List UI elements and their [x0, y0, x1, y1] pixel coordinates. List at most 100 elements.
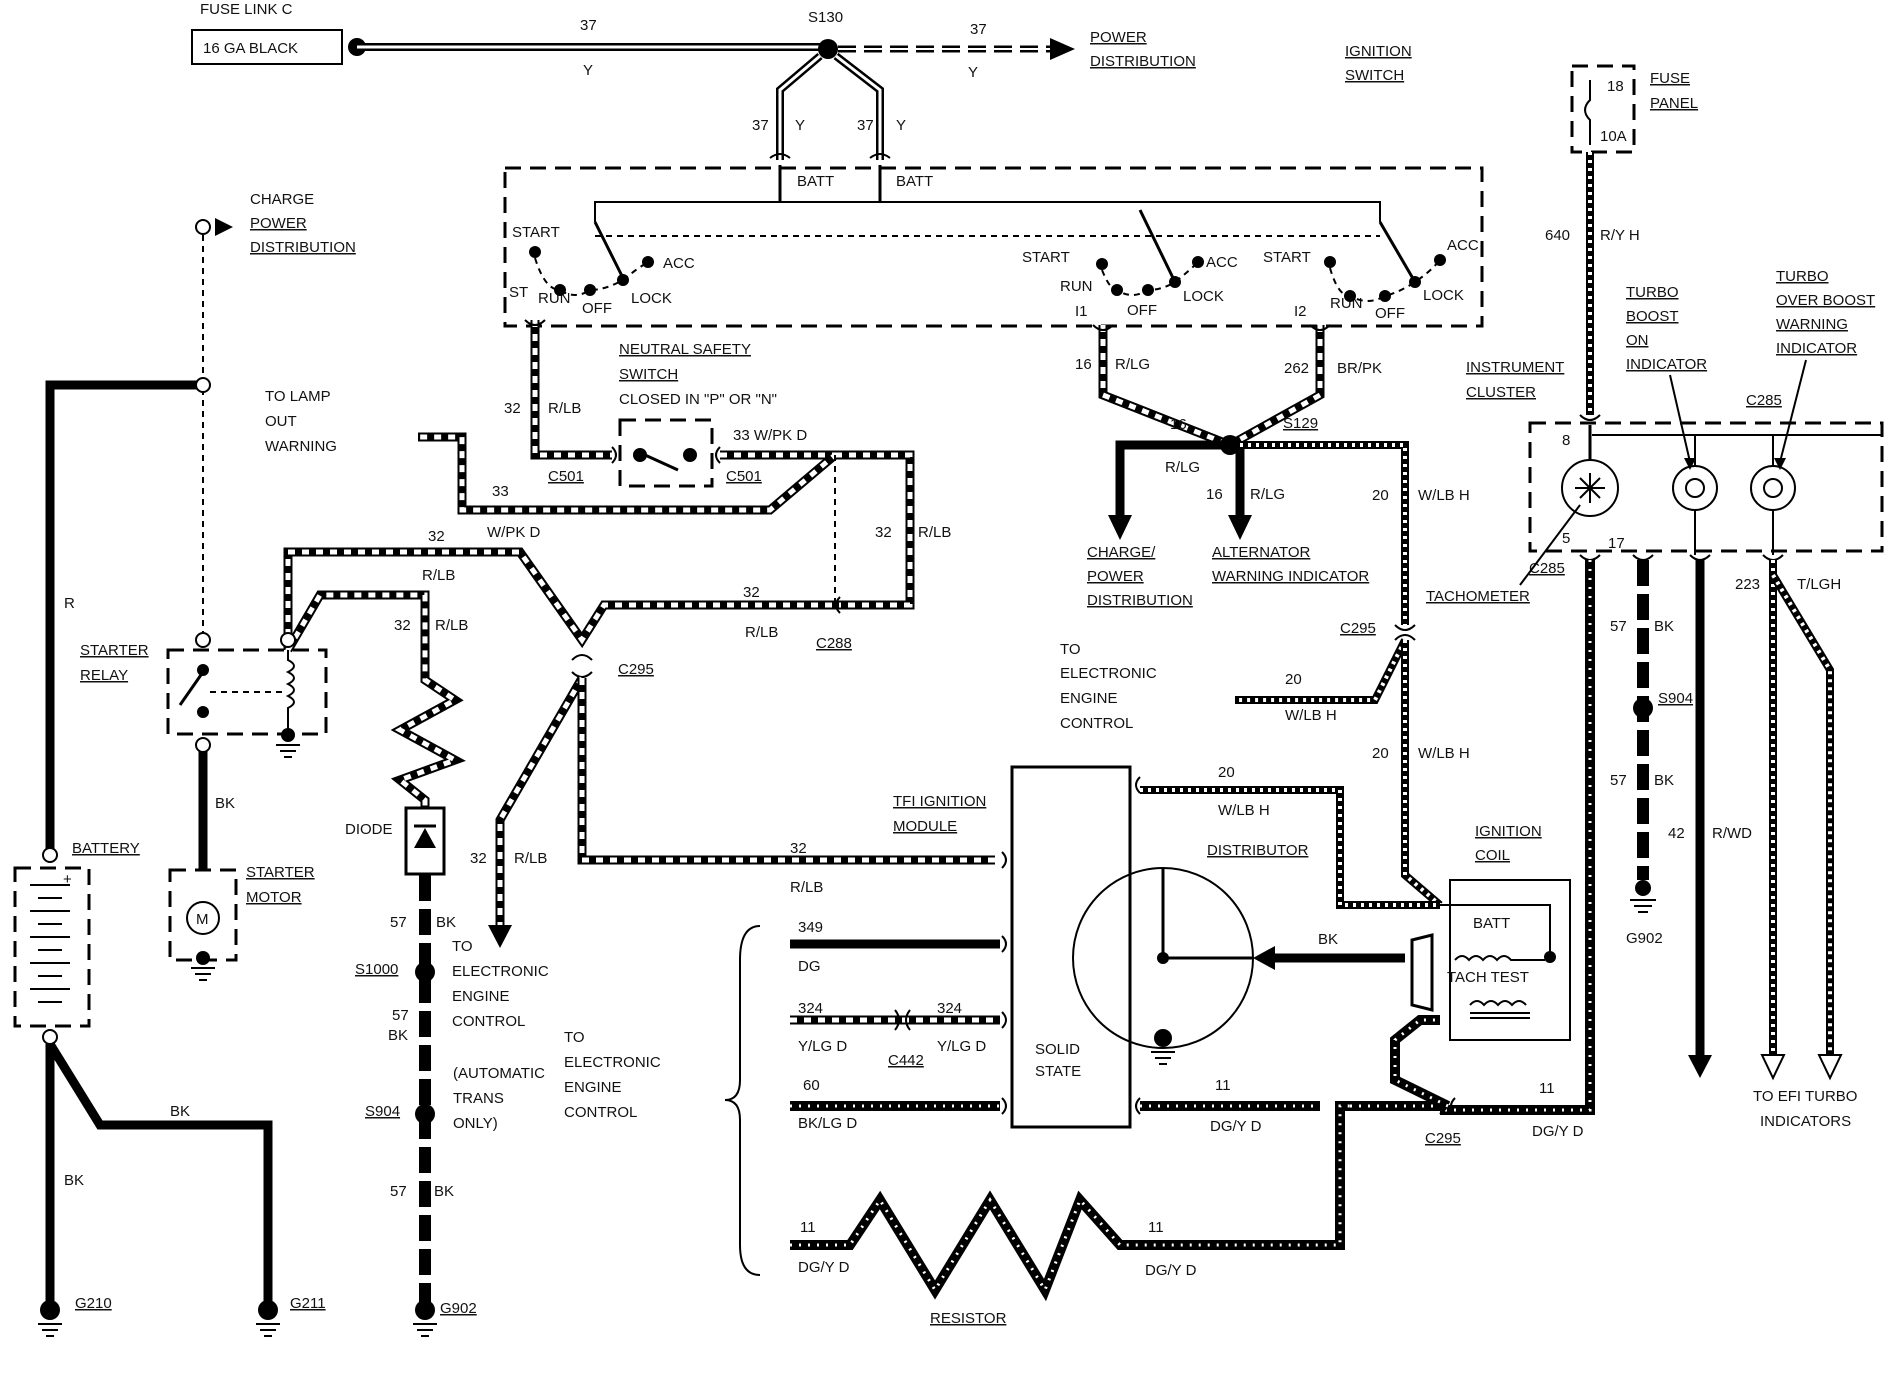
fuse-number: 18: [1607, 78, 1624, 95]
nss-title-1: NEUTRAL SAFETY: [619, 341, 751, 358]
wire-16b-color: R/LG: [1165, 459, 1200, 476]
turbo-boost-4: INDICATOR: [1626, 356, 1707, 373]
to-efi-1: TO EFI TURBO: [1753, 1088, 1857, 1105]
motor-ground: [191, 967, 215, 981]
wire-32-loop-stripe: [835, 452, 913, 608]
switch-outputs: [1092, 324, 1331, 331]
c288-connector: [835, 596, 841, 614]
wire-bk-b: BK: [1654, 772, 1674, 789]
wire-262-brpk-stripe: [1228, 325, 1323, 448]
wire-223-arrow-b: [1817, 1054, 1843, 1081]
ignition-switch-box: [503, 166, 1484, 328]
sw1-arc: [534, 257, 649, 296]
splice-s130: [818, 39, 838, 59]
g902-ground: [413, 1323, 437, 1337]
wire-57a-label: 57: [1610, 618, 1627, 635]
starter-motor-2: MOTOR: [246, 889, 302, 906]
c285-bottom-label: C285: [1529, 560, 1565, 577]
battery-negative-node: [42, 1029, 58, 1045]
wire-bk-g210-label: BK: [64, 1172, 84, 1189]
relay-ground: [276, 744, 300, 758]
battery-box: [13, 866, 91, 1028]
branch-37-left-inner: [778, 54, 821, 160]
wire-bk-d-label: BK: [436, 914, 456, 931]
fuse-panel-box: [1570, 64, 1636, 154]
power-distribution-label-1: POWER: [1090, 29, 1147, 46]
alternator-arrow: [1228, 515, 1252, 540]
wire-11c-label: 11: [800, 1219, 816, 1236]
terminal-i1: I1: [1075, 303, 1088, 320]
c501-right-label: C501: [726, 468, 762, 485]
wire-11d-label: 11: [1148, 1219, 1164, 1236]
wire-bk-motor-label: BK: [215, 795, 235, 812]
wire-dg-label: DG: [798, 958, 821, 975]
relay-switch-blade: [178, 671, 205, 706]
motor-m-glyph: M: [196, 911, 209, 928]
wire-ylgd-b-label: Y/LG D: [937, 1038, 986, 1055]
power-distribution-label-2: DISTRIBUTION: [1090, 53, 1196, 70]
wire-bk-g211: [46, 1041, 273, 1310]
cluster-title-1: INSTRUMENT: [1466, 359, 1564, 376]
wire-223-label: 223: [1735, 576, 1760, 593]
wire-640-color: R/Y H: [1600, 227, 1640, 244]
wire-bk-g211-label: BK: [170, 1103, 190, 1120]
wire-262-label: 262: [1284, 360, 1309, 377]
wire-20-color: W/LB H: [1418, 487, 1470, 504]
wire-20-coil: [1401, 640, 1443, 909]
tfi-distributor-section: TFI IGNITION MODULE 32 R/LB SOLID STATE …: [724, 764, 1584, 1327]
sw1-off-contact: [584, 284, 596, 296]
coil-windings: [1454, 955, 1545, 1007]
wire-20-module-label: 20: [1218, 764, 1235, 781]
wire-20-coil-stripe: [1403, 640, 1442, 907]
solid-state-2: STATE: [1035, 1063, 1081, 1080]
g210-node: [40, 1300, 60, 1320]
tachometer-glyph: [1575, 473, 1605, 503]
wire-tlgh-label: T/LGH: [1797, 576, 1841, 593]
sw2-arc: [1101, 261, 1199, 296]
ignition-coil-box: [1449, 879, 1571, 1041]
tachometer-gauge: [1561, 459, 1619, 517]
wire-11-tach-stripe: [1440, 560, 1592, 1112]
charge-label-1: CHARGE: [250, 191, 314, 208]
wire-dgyd-b-label: DG/Y D: [1532, 1123, 1584, 1140]
g211-ground: [256, 1323, 280, 1337]
to-eec-2c: ENGINE: [564, 1079, 622, 1096]
wire-20-wlbh-stripe: [1240, 443, 1407, 625]
c295-tfi-label: C295: [1425, 1130, 1461, 1147]
sw3-lock: LOCK: [1423, 287, 1464, 304]
to-eec-2a: TO: [564, 1029, 585, 1046]
tfi-connectors: [1001, 776, 1141, 1115]
pin8-connector: [1579, 414, 1601, 421]
starter-motor-symbol: [186, 901, 220, 935]
coil-tach-test-label: TACH TEST: [1447, 969, 1529, 986]
wire-32-st-color: R/LB: [548, 400, 581, 417]
to-eec-c-2: ELECTRONIC: [1060, 665, 1157, 682]
motor-ground-node: [196, 951, 210, 965]
tfi-bracket: [724, 925, 761, 1276]
wire-20-wlbh: [1240, 441, 1409, 625]
batt-bus: [594, 201, 1381, 222]
g902-label: G902: [440, 1300, 477, 1317]
pin5-label: 5: [1562, 530, 1570, 547]
wire-33-wpk: [418, 432, 848, 515]
sw3-off: OFF: [1375, 305, 1405, 322]
bk-coil-arrow: [1253, 946, 1275, 970]
branch-y-left-label: Y: [795, 117, 805, 134]
wire-dgyd-c-label: DG/Y D: [798, 1259, 850, 1276]
to-eec-c-3: ENGINE: [1060, 690, 1118, 707]
wire-223-arrow-a: [1760, 1054, 1786, 1081]
splice-s904: [415, 1104, 435, 1124]
relay-ground-node: [281, 728, 295, 742]
wire-20-eec-stripe: [1235, 639, 1407, 702]
wire-16-charge: [1115, 440, 1230, 515]
c501-right-connector: [715, 446, 721, 464]
relay-coil: [285, 650, 295, 730]
splice-s130-label: S130: [808, 9, 843, 26]
turbo-boost-1: TURBO: [1626, 284, 1679, 301]
to-efi-2: INDICATORS: [1760, 1113, 1851, 1130]
wire-33-label-b: 33: [492, 483, 509, 500]
sw1-run-contact: [554, 284, 566, 296]
wire-32-right-color: R/LB: [918, 524, 951, 541]
charge-circuit: 16 R/LG 262 BR/PK S129 16 R/LG 16 R/LG C…: [1060, 324, 1470, 909]
ignition-coil-2: COIL: [1475, 847, 1510, 864]
